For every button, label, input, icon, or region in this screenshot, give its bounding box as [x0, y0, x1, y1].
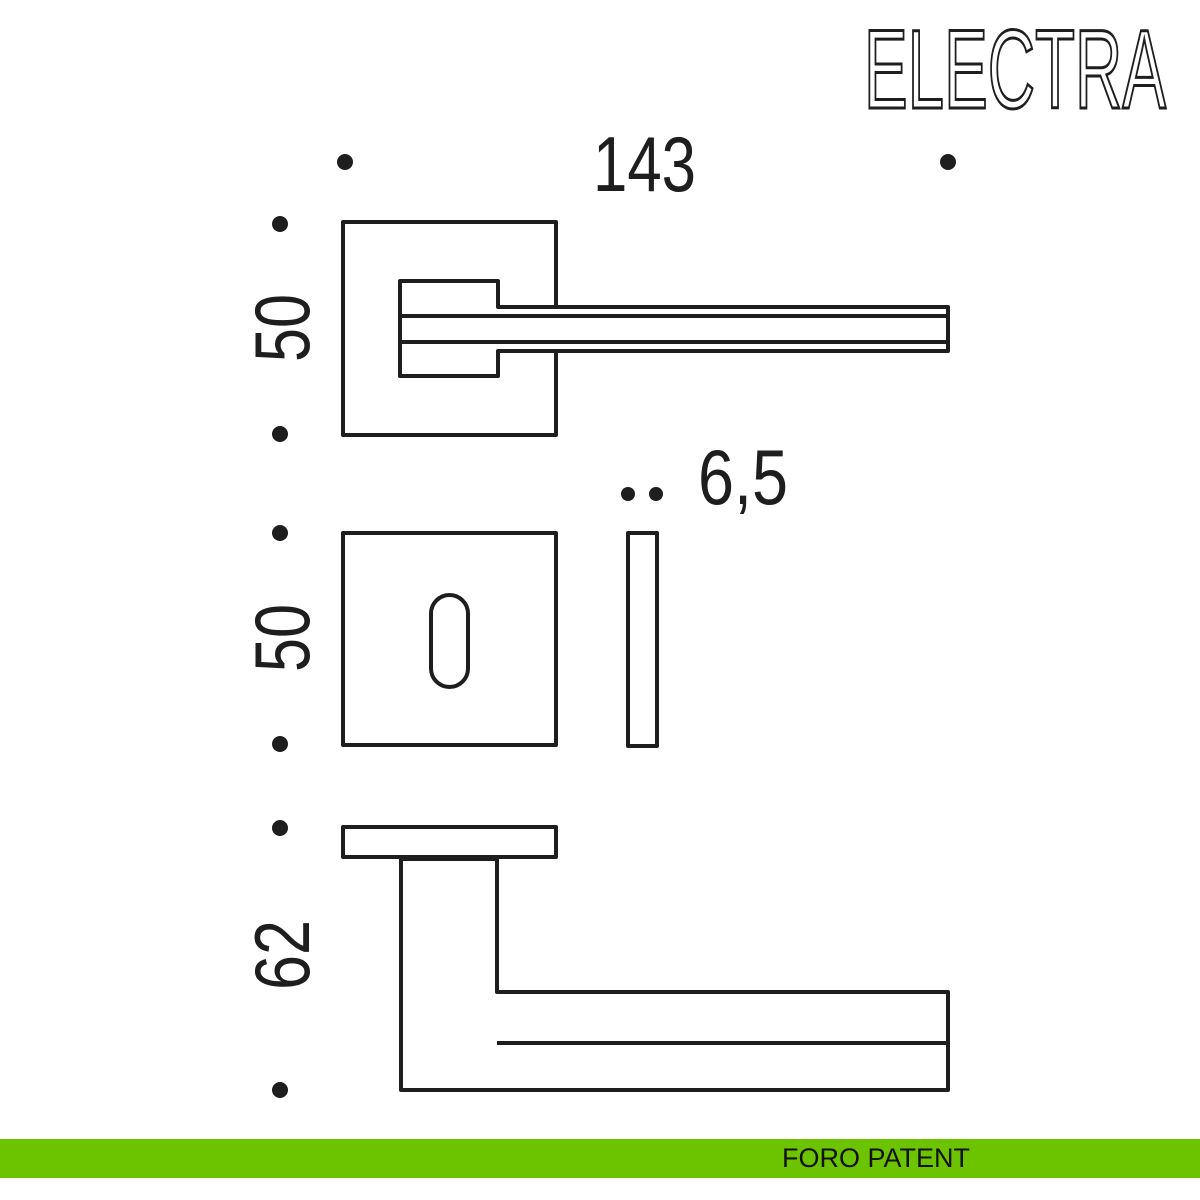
escutcheon-side-view	[626, 531, 659, 748]
brand-title: ELECTRA	[864, 7, 1166, 132]
handle-side-view	[341, 825, 950, 1092]
keyhole	[429, 593, 470, 689]
dimension-thickness-label: 6,5	[698, 433, 788, 521]
dimension-length-label: 143	[593, 120, 696, 208]
footer-label: FORO PATENT	[782, 1143, 970, 1173]
dimension-projection-label: 62	[238, 920, 326, 990]
dimension-dots	[272, 154, 956, 1098]
escutcheon-front-view	[341, 531, 558, 747]
dimension-rosette-label: 50	[238, 294, 326, 362]
dimension-escutcheon-label: 50	[238, 604, 326, 672]
footer-bar: FORO PATENT	[0, 1139, 1200, 1178]
handle-front-view	[341, 220, 950, 437]
